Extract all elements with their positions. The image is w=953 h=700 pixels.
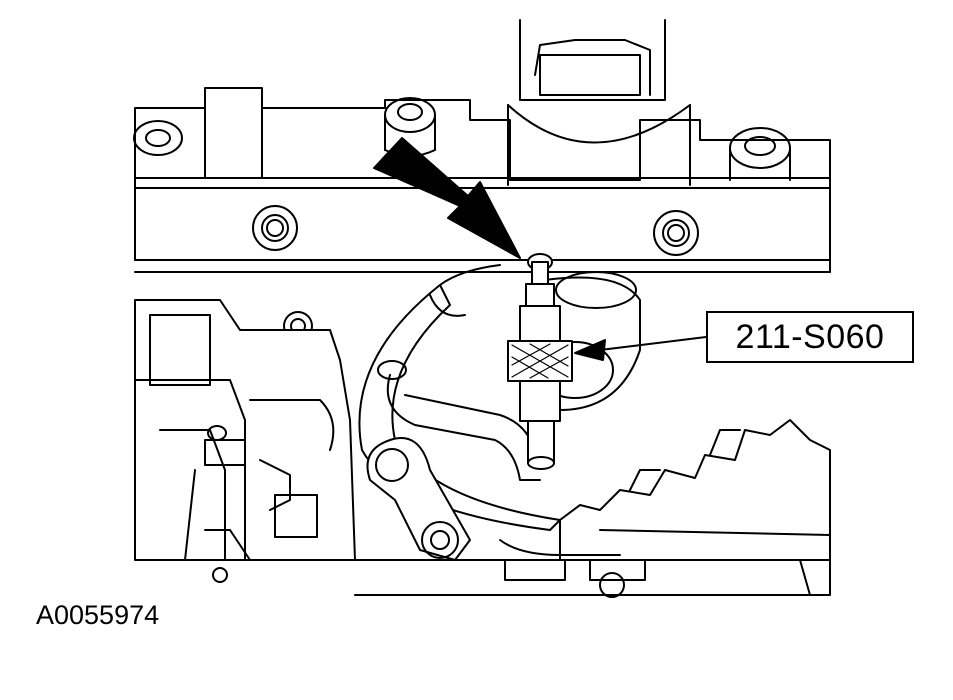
lower-base: [354, 539, 831, 598]
figure-id: A0055974: [36, 600, 160, 630]
washer-left: [133, 120, 183, 156]
threaded-hole-icon: [252, 205, 298, 251]
parking-lever: [366, 437, 471, 561]
left-mechanism: [134, 299, 356, 583]
tool-callout-label: 211-S060: [735, 317, 885, 356]
gear-rack: [559, 419, 831, 561]
tool-pin-icon: [507, 253, 573, 470]
callout-leader: [574, 336, 707, 361]
upper-housing: [134, 87, 831, 273]
threaded-hole-icon: [653, 210, 699, 256]
pointer-arrow-icon: [373, 137, 521, 259]
tool-callout-box: 211-S060: [706, 311, 914, 363]
washer-right: [729, 127, 791, 181]
bolt-head-icon: [507, 19, 691, 186]
